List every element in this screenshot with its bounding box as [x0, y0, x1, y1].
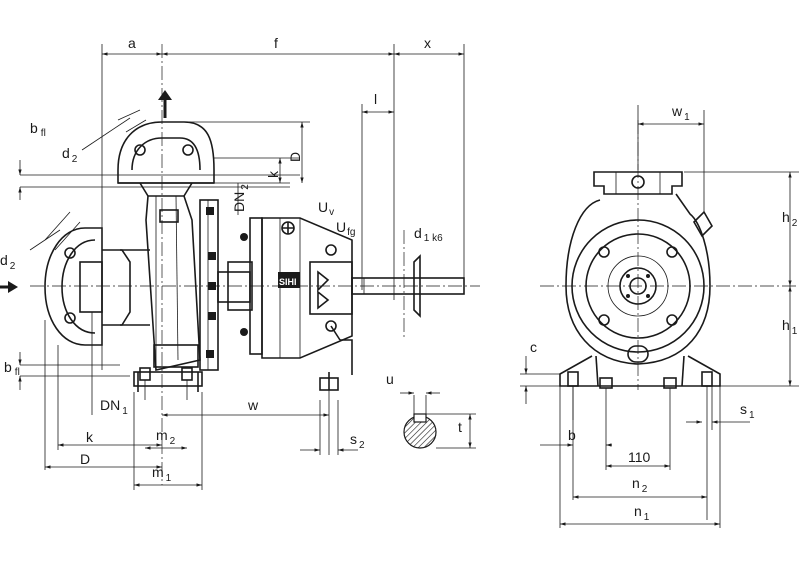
discharge-flange: [117, 121, 215, 197]
bearing-bracket: [240, 217, 353, 375]
suction-arrow: [0, 281, 18, 293]
label-t: t: [458, 419, 462, 435]
label-D-bottom: D: [80, 451, 90, 467]
shaft-key-section: [400, 391, 476, 449]
pump-feet: [133, 367, 339, 455]
label-logo: SIHI: [279, 277, 297, 287]
label-x: x: [424, 35, 431, 51]
left-dimensions: [18, 109, 358, 490]
shaft: [30, 230, 480, 340]
label-Uv: Uv: [318, 199, 334, 218]
suction-flange: [44, 227, 150, 346]
discharge-arrow: [158, 90, 172, 118]
label-l: l: [374, 91, 377, 107]
label-D-top: D: [287, 152, 303, 162]
label-w: w: [247, 397, 259, 413]
label-u: u: [386, 371, 394, 387]
label-Ufg: Ufg: [336, 219, 355, 238]
casing-cover: [199, 199, 253, 371]
label-b-right: b: [568, 427, 576, 443]
label-a: a: [128, 35, 136, 51]
label-DN2: DN2: [231, 184, 251, 212]
label-f: f: [274, 35, 278, 51]
label-c: c: [530, 339, 537, 355]
label-110: 110: [628, 449, 651, 465]
volute-casing: [145, 195, 201, 371]
side-view: a f x l bfl d2 D k DN2 Uv Ufg d1 k6 d2 b…: [0, 35, 480, 490]
label-k-top: k: [265, 170, 281, 178]
label-k-bottom: k: [86, 429, 94, 445]
top-dimension-chain: [101, 44, 465, 485]
